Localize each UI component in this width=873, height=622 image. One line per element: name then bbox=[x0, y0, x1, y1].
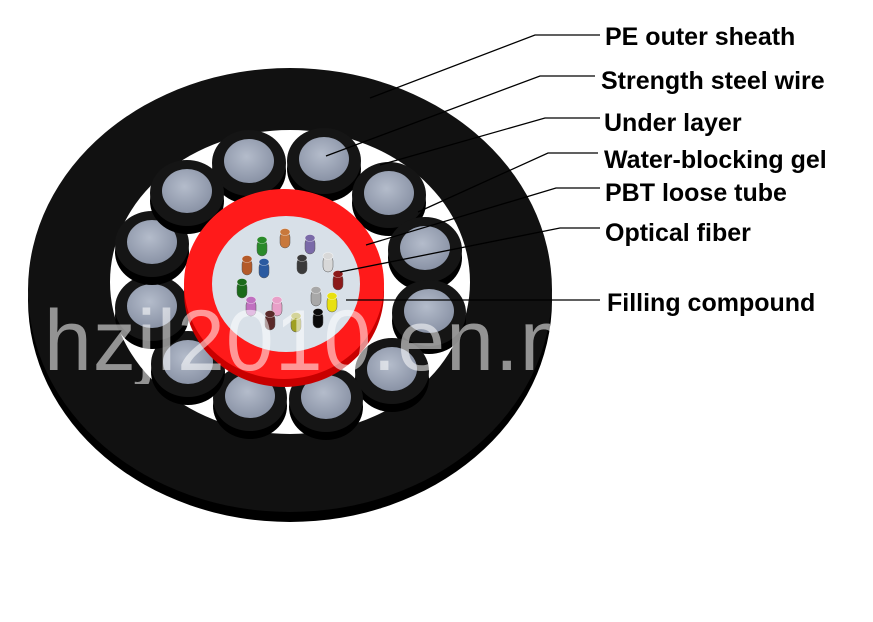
label-water-blocking-gel: Water-blocking gel bbox=[604, 146, 827, 174]
strength-steel-wire bbox=[115, 275, 189, 349]
optical-fiber bbox=[326, 292, 338, 313]
watermark: hzjl2010.en.m bbox=[44, 298, 550, 384]
leader-water-blocking-gel bbox=[417, 152, 598, 213]
leader-strength-steel-wire bbox=[325, 75, 595, 157]
optical-fiber bbox=[304, 234, 316, 255]
optical-fiber bbox=[310, 286, 322, 307]
optical-fiber bbox=[322, 252, 334, 273]
optical-fiber bbox=[258, 258, 270, 279]
optical-fiber bbox=[256, 236, 268, 257]
leader-pe-outer-sheath bbox=[369, 34, 600, 99]
label-optical-fiber: Optical fiber bbox=[605, 219, 751, 247]
optical-fiber bbox=[290, 312, 302, 333]
optical-fiber bbox=[241, 255, 253, 276]
optical-fiber bbox=[264, 310, 276, 331]
strength-steel-wire bbox=[388, 217, 462, 291]
optical-fiber-group bbox=[236, 228, 344, 333]
leader-optical-fiber bbox=[339, 227, 600, 273]
label-under-layer: Under layer bbox=[604, 109, 742, 137]
strength-steel-wire-group bbox=[115, 128, 466, 440]
leader-lines bbox=[325, 34, 600, 301]
label-strength-steel-wire: Strength steel wire bbox=[601, 67, 825, 95]
leader-under-layer bbox=[379, 117, 600, 166]
label-pe-outer-sheath: PE outer sheath bbox=[605, 23, 796, 51]
optical-fiber bbox=[236, 278, 248, 299]
strength-steel-wire bbox=[212, 130, 286, 204]
optical-fiber bbox=[332, 270, 344, 291]
strength-steel-wire bbox=[352, 162, 426, 236]
strength-steel-wire bbox=[287, 128, 361, 202]
optical-fiber bbox=[312, 308, 324, 329]
leader-pbt-loose-tube bbox=[365, 187, 600, 246]
label-pbt-loose-tube: PBT loose tube bbox=[605, 179, 787, 207]
optical-fiber bbox=[279, 228, 291, 249]
strength-steel-wire bbox=[213, 365, 287, 439]
label-filling-compound: Filling compound bbox=[607, 289, 816, 317]
optical-fiber bbox=[245, 296, 257, 317]
strength-steel-wire bbox=[150, 160, 224, 234]
strength-steel-wire bbox=[355, 338, 429, 412]
optical-fiber bbox=[296, 254, 308, 275]
